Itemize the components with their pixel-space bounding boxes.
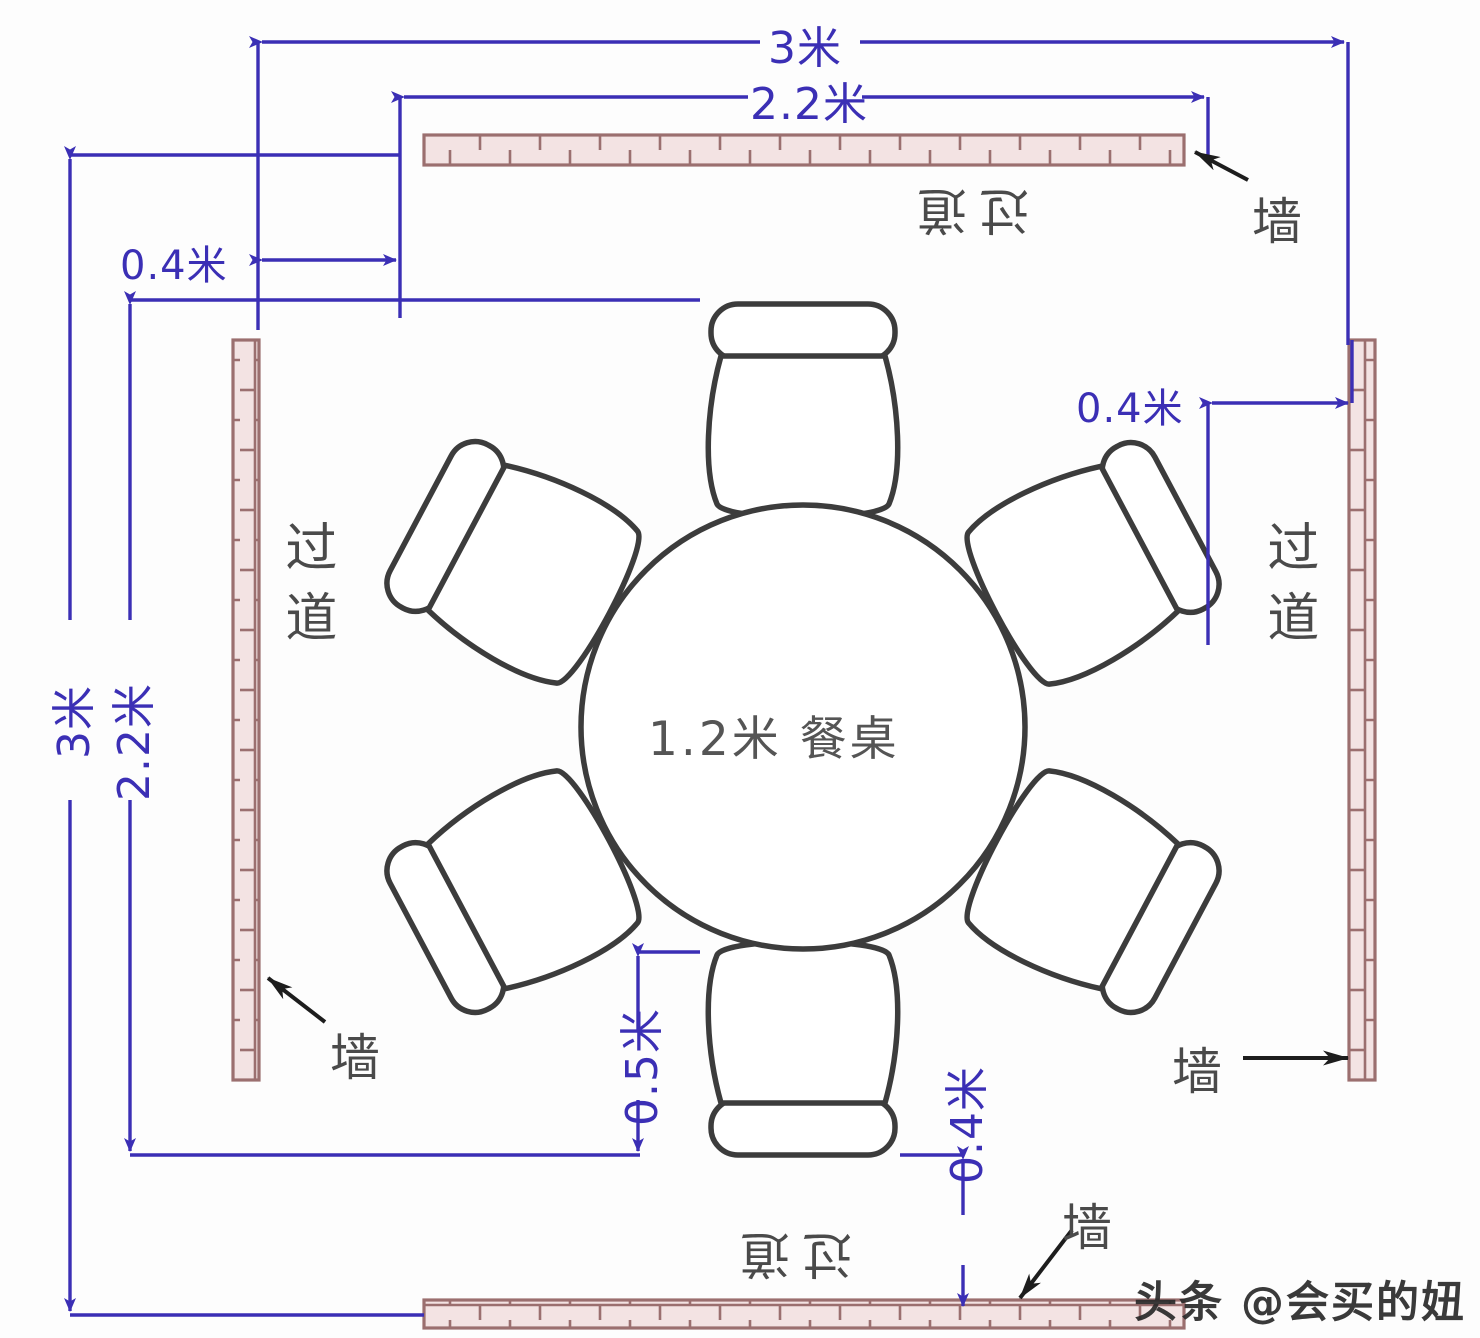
dining-table	[578, 502, 1028, 952]
aisle-label-bottom: 过道	[728, 1225, 852, 1283]
aisle-label-left: 过道	[275, 520, 336, 660]
dimension-label-top-overall: 3米	[768, 23, 842, 74]
dimension-label-bottom-clear: 0.4米	[942, 1066, 993, 1184]
dimension-label-bottom-chair: 0.5米	[617, 1008, 668, 1126]
aisle-label-top: 过道	[905, 181, 1029, 239]
chair-bottom	[708, 942, 897, 1156]
dimension-lines	[64, 36, 1354, 1317]
wall-top-segment	[422, 133, 1186, 167]
leader-wall-bottom	[1018, 1228, 1074, 1300]
dimension-label-left-inner: 2.2米	[109, 683, 160, 801]
watermark: 头条 @会买的妞	[1134, 1278, 1466, 1328]
dimension-label-top-inner: 2.2米	[750, 79, 868, 130]
leader-wall-left	[266, 976, 327, 1024]
chair-top	[708, 304, 897, 518]
dining-table-label: 1.2米 餐桌	[648, 712, 900, 767]
leader-wall-top	[1194, 150, 1249, 182]
wall-label-right: 墙	[1172, 1043, 1222, 1101]
dimension-label-left-overall: 3米	[49, 685, 100, 759]
wall-right-segment	[1347, 338, 1377, 1082]
wall-leader-arrows	[266, 150, 1349, 1300]
wall-label-left: 墙	[330, 1029, 380, 1087]
wall-label-bottom-right: 墙	[1062, 1199, 1112, 1257]
aisle-label-right: 过道	[1257, 520, 1318, 660]
dimension-label-right-clearance: 0.4米	[1076, 386, 1184, 432]
wall-bottom-segment	[422, 1298, 1186, 1330]
dimension-label-left-clearance: 0.4米	[120, 243, 228, 289]
wall-left-segment	[231, 338, 261, 1082]
wall-label-top: 墙	[1252, 193, 1302, 251]
